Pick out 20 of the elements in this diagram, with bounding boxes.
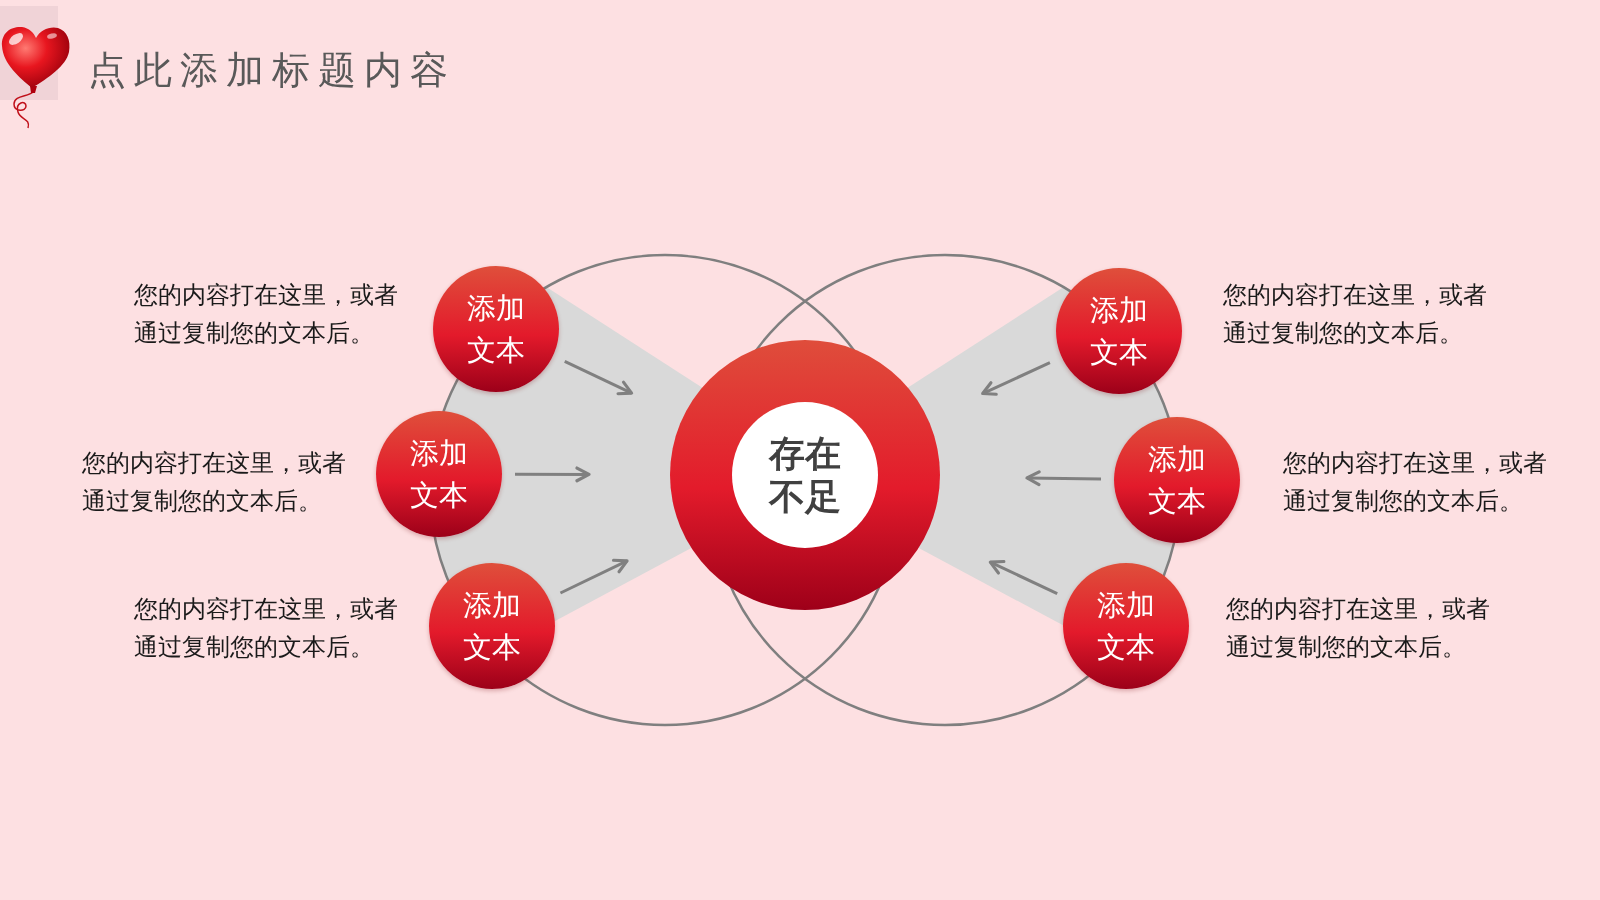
node-label: 添加文本 (466, 289, 526, 369)
arrow (988, 559, 1058, 595)
node-label: 添加文本 (1147, 440, 1207, 520)
node-label: 添加文本 (462, 586, 522, 666)
slide-title: 点此添加标题内容 (88, 48, 456, 94)
description-text: 您的内容打在这里，或者通过复制您的文本后。 (1226, 594, 1491, 663)
node-label: 添加文本 (1089, 291, 1149, 371)
arrow (981, 361, 1051, 396)
description-text: 您的内容打在这里，或者通过复制您的文本后。 (1283, 448, 1548, 517)
description-text: 您的内容打在这里，或者通过复制您的文本后。 (134, 280, 399, 349)
description-text: 您的内容打在这里，或者通过复制您的文本后。 (134, 594, 399, 663)
node-label: 存在不足 (767, 431, 842, 519)
arrow (559, 558, 629, 595)
node-label: 添加文本 (409, 434, 469, 514)
node-label: 添加文本 (1096, 586, 1156, 666)
arrow (1025, 470, 1102, 487)
arrow (564, 360, 634, 396)
description-text: 您的内容打在这里，或者通过复制您的文本后。 (1223, 280, 1488, 349)
description-text: 您的内容打在这里，或者通过复制您的文本后。 (82, 448, 347, 517)
arrow (515, 466, 591, 483)
